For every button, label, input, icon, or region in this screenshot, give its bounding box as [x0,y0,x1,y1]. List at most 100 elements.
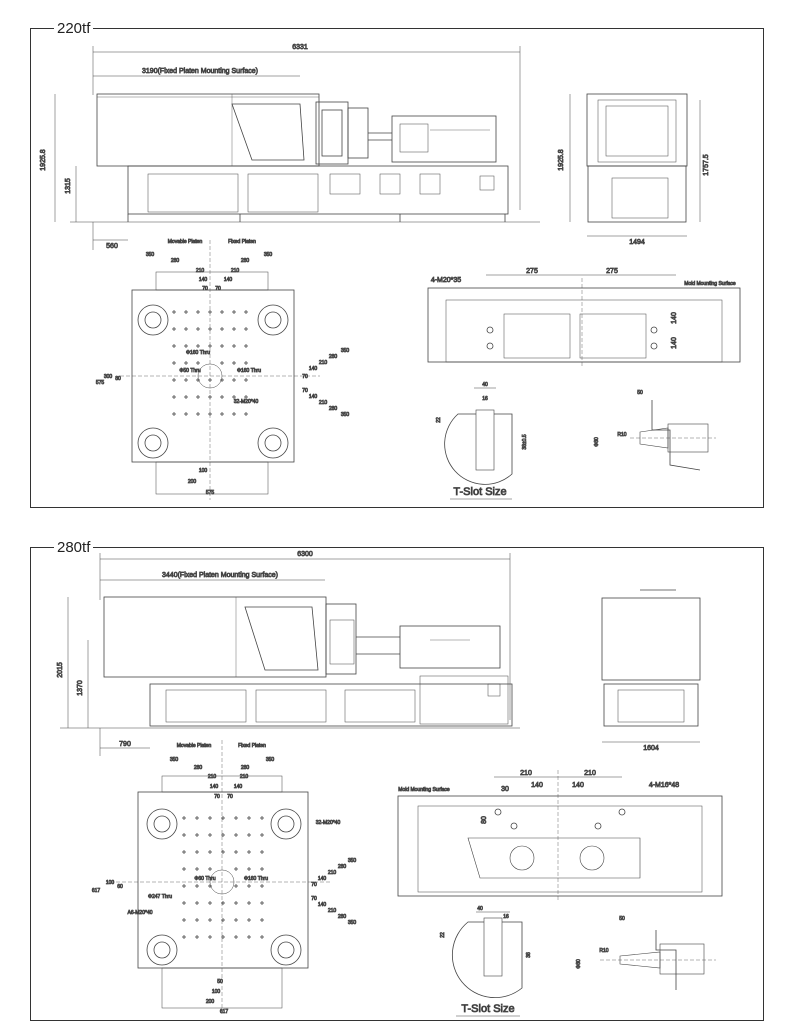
dim-top-9: 70 [202,286,208,292]
dim280-tslot-2: 16 [503,914,509,920]
dim-height-total-280: 2015 [57,662,64,678]
dim-height-lower-280: 1370 [77,680,84,696]
dim-end-width-220: 1494 [629,239,645,246]
dim280-mold-3: 30 [501,786,509,793]
dim-offset-220: 560 [106,243,118,250]
dim280-mold-5: 140 [572,782,584,789]
dim-end-width-280: 1604 [643,745,659,752]
note-phi50: Φ50 Thru [179,368,200,374]
note-m20-220: 32-M20*40 [234,399,259,405]
panel-title-220tf: 220tf [54,20,94,37]
dim280-bottom-3: 200 [206,999,215,1005]
dim280-bottom-4: 617 [220,1009,229,1015]
dim-top-8: 140 [224,277,233,283]
dim-top-5: 210 [196,268,205,274]
label-movable-platen-220: Movable Platen [168,239,203,245]
dim-right-5: 70 [302,374,308,380]
dim280-right-1: 350 [348,858,357,864]
dim-end-height-220: 1925.8 [558,149,565,171]
dim-right-2: 280 [329,354,338,360]
dim-tslot-1: 40 [482,382,488,388]
dim280-mold-6: 80 [481,816,488,824]
dim280-right-2: 280 [338,864,347,870]
dim-nozzle-2: R10 [617,432,626,438]
dim-right-6: 70 [302,388,308,394]
dim-top-3: 280 [241,258,250,264]
dim-left-2: 300 [104,374,113,380]
dim280-right-8: 210 [328,908,337,914]
panel-220tf [30,28,764,508]
note280-phi60: Φ60 Thru [194,876,215,882]
mold-view-280tf: 210 210 30 140 140 80 4-M16*48 Mold Moun… [397,770,723,900]
dim280-right-10: 350 [348,920,357,926]
dim280-right-4: 140 [318,876,327,882]
dim-right-8: 210 [319,400,328,406]
side-view-280tf: 6300 3440(Fixed Platen Mounting Surface)… [57,551,520,756]
dim-tslot-3: 22 [436,417,442,423]
dim280-mold-1: 210 [520,770,532,777]
dim280-bottom-2: 100 [212,989,221,995]
dim-right-10: 350 [341,412,350,418]
dim-nozzle-3: Φ80 [594,437,600,447]
end-view-220tf: 1925.8 1757.5 1494 [558,93,710,246]
dim280-mold-4: 140 [531,782,543,789]
label-fixed-platen-220: Fixed Platen [228,239,256,245]
dim-top-6: 210 [231,268,240,274]
note-mold-surface-280: Mold Mounting Surface [398,787,450,793]
dim-bottom-3: 575 [206,490,215,496]
dim280-tslot-1: 40 [477,906,483,912]
dim-top-1: 350 [146,252,155,258]
dim280-right-5: 70 [311,882,317,888]
note-phi160-1: Φ160 Thru [186,350,210,356]
dim280-top-5: 210 [208,774,217,780]
dim280-right-6: 70 [311,896,317,902]
dim280-top-4: 350 [266,757,275,763]
dim-top-10: 70 [215,286,221,292]
dim-tslot-2: 16 [482,396,488,402]
dim-mold-3: 140 [671,312,678,324]
label-movable-platen-280: Movable Platen [177,743,212,749]
dim-fixed-platen: 3190(Fixed Platen Mounting Surface) [142,68,258,75]
nozzle-280tf: 50 R10 Φ80 [576,916,716,990]
dim280-right-7: 140 [318,902,327,908]
dim280-top-6: 210 [240,774,249,780]
note-phi160-2: Φ160 Thru [237,368,261,374]
tslot-label-280: T-Slot Size [461,1003,514,1015]
dim280-tslot-3: 22 [440,932,446,938]
dim-right-7: 140 [309,394,318,400]
dim280-left-1: 617 [92,888,101,894]
dim-left-1: 575 [96,380,105,386]
dim-mold-1: 275 [526,268,538,275]
dim280-bottom-1: 50 [217,979,223,985]
dim-left-3: 80 [115,376,121,382]
dim-right-1: 350 [341,348,350,354]
dim-top-4: 350 [264,252,273,258]
dim-nozzle-1: 50 [637,390,643,396]
note-mold-thread-220: 4-M20*35 [431,277,461,284]
dim-bottom-1: 100 [199,468,208,474]
dim-right-9: 280 [329,406,338,412]
dim-end-height2-220: 1757.5 [703,154,710,176]
end-view-280tf: 1604 [601,589,701,752]
dim280-nozzle-3: Φ80 [576,959,582,969]
dim280-nozzle-1: 50 [619,916,625,922]
dim280-top-7: 140 [210,784,219,790]
panel-title-280tf: 280tf [54,539,94,556]
platen-view-220tf: Movable Platen Fixed Platen 350 280 280 … [95,239,350,500]
tslot-220tf: 40 16 22 38±0.5 T-Slot Size [436,382,528,500]
dim280-top-2: 280 [194,765,203,771]
dim-top-7: 140 [199,277,208,283]
dim280-right-3: 210 [328,870,337,876]
panel-280tf [30,547,764,1021]
note280-m20: 32-M20*40 [316,820,341,826]
dim280-tslot-4: 38 [526,952,532,958]
dim-right-4: 140 [309,366,318,372]
dim-overall-length: 6331 [292,44,308,51]
dim280-nozzle-2: R10 [599,948,608,954]
dim280-top-9: 70 [214,794,220,800]
dim-height-total-220: 1925.8 [40,149,47,171]
dim-right-3: 210 [319,360,328,366]
dim-top-2: 280 [171,258,180,264]
platen-view-280tf: Movable Platen Fixed Platen 350 280 280 … [91,740,357,1015]
